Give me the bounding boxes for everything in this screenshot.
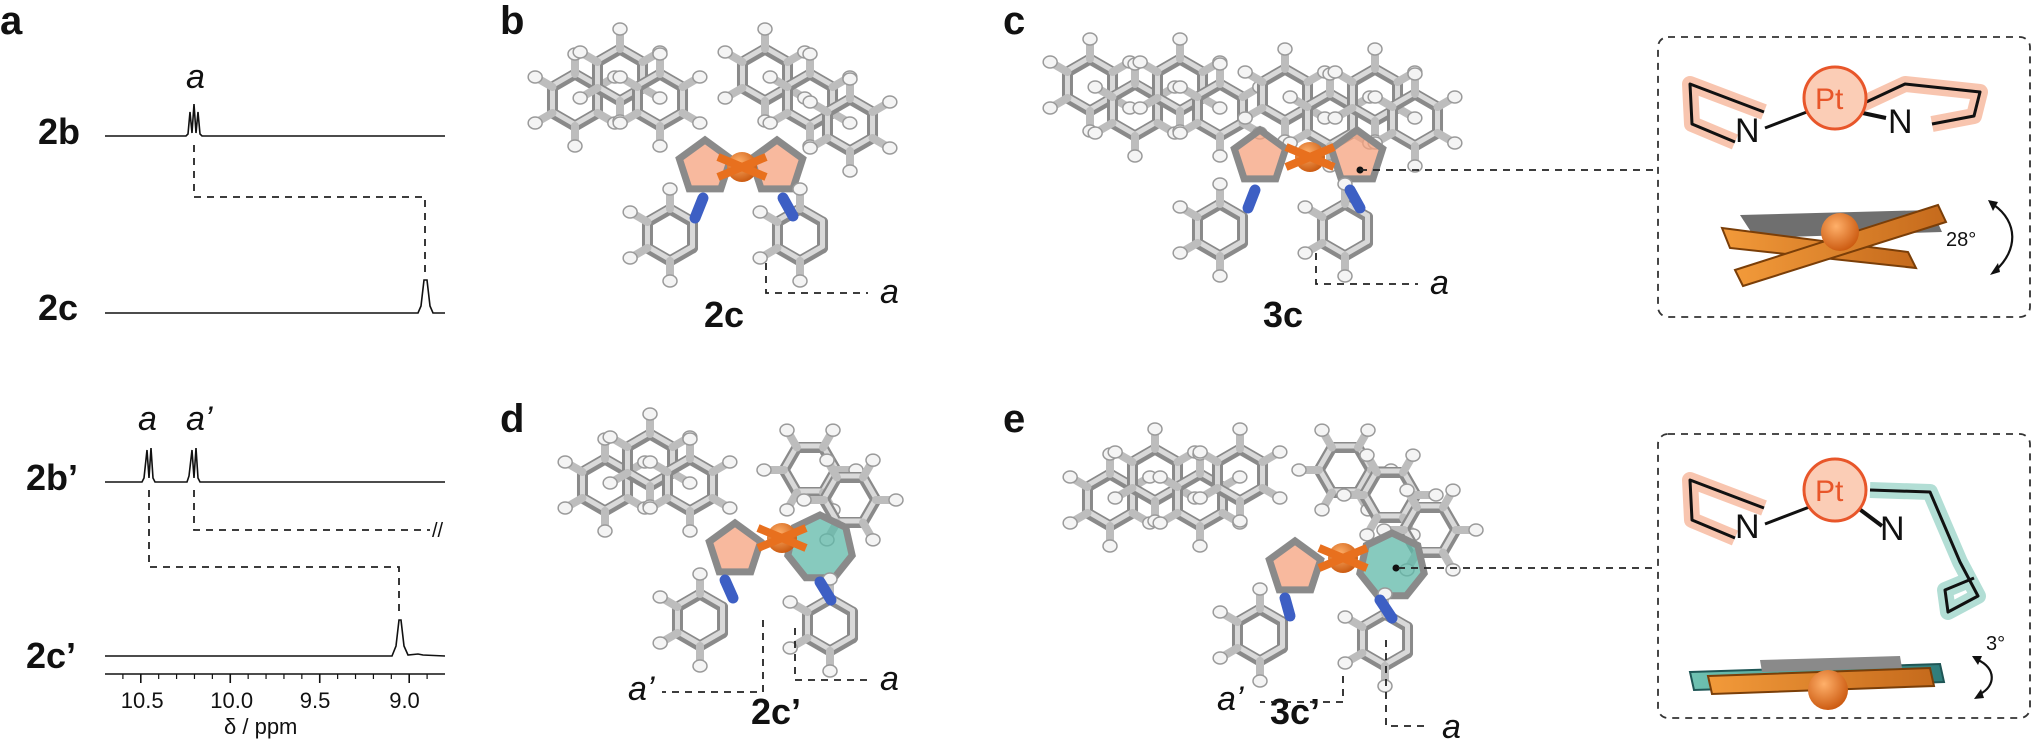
schematic-donor-left-e: N bbox=[1735, 508, 1760, 546]
peak-label-a-prime-2b-prime: a’ bbox=[186, 400, 213, 438]
axis-title: δ / ppm bbox=[224, 714, 297, 739]
spectrum-trace-2c bbox=[105, 279, 445, 314]
panel-letter-b: b bbox=[500, 0, 524, 43]
peak-label-a-2b-prime: a bbox=[138, 400, 157, 438]
proton-label-e-prime: a’ bbox=[1217, 680, 1244, 718]
proton-leader-e-prime bbox=[1260, 676, 1344, 703]
spectrum-label-2c-prime: 2c’ bbox=[26, 635, 76, 676]
spectrum-trace-2b bbox=[105, 103, 445, 137]
chelate-schematic-c: Pt N N bbox=[1682, 65, 1988, 150]
twist-view-c: 28° bbox=[1720, 200, 2014, 288]
correlation-line-2b-prime-break bbox=[193, 490, 430, 531]
compound-label-2c: 2c bbox=[704, 294, 744, 335]
spectrum-label-2b-prime: 2b’ bbox=[26, 457, 78, 498]
axis-break-mark: // bbox=[432, 520, 444, 542]
spectrum-label-2b: 2b bbox=[38, 111, 80, 152]
proton-label-d-prime: a’ bbox=[628, 670, 655, 708]
molecule-2c-prime-structure bbox=[557, 407, 904, 678]
axis-tick-label: 10.0 bbox=[210, 688, 253, 713]
schematic-donor-right-e: N bbox=[1880, 510, 1905, 548]
molecule-3c-prime-structure bbox=[1062, 422, 1484, 693]
compound-label-3c-prime: 3c’ bbox=[1270, 691, 1320, 732]
compound-label-3c: 3c bbox=[1263, 294, 1303, 335]
twist-angle-e: 3° bbox=[1986, 633, 2005, 655]
proton-leader-e bbox=[1385, 640, 1430, 727]
axis-tick-label: 9.5 bbox=[300, 688, 331, 713]
proton-leader-d-prime bbox=[662, 620, 764, 693]
correlation-line-2b-prime-2c-prime bbox=[148, 490, 400, 614]
proton-label-b: a bbox=[880, 273, 899, 311]
inset-box-e bbox=[1657, 433, 2031, 719]
panel-letter-c: c bbox=[1003, 0, 1025, 43]
panel-letter-d: d bbox=[500, 397, 524, 441]
axis-tick-label: 10.5 bbox=[121, 688, 164, 713]
proton-label-d: a bbox=[880, 660, 899, 698]
nmr-spectra-panel: 2b 2c 2b’ 2c’ a a a’ // 10.5 10.0 9.5 9.0 δ… bbox=[26, 58, 446, 739]
twist-view-e: 3° bbox=[1688, 633, 2005, 710]
correlation-line-2b-2c bbox=[193, 145, 426, 274]
spectrum-trace-2c-prime bbox=[105, 619, 446, 657]
molecule-2c-structure bbox=[527, 22, 898, 288]
peak-label-a-2b: a bbox=[186, 58, 205, 96]
axis-tick-label: 9.0 bbox=[389, 688, 420, 713]
molecule-3c-structure bbox=[1042, 32, 1463, 283]
schematic-metal-c: Pt bbox=[1815, 83, 1844, 116]
chelate-schematic-e: Pt N N bbox=[1682, 457, 1986, 620]
inset-box-c bbox=[1657, 36, 2031, 318]
spectrum-trace-2b-prime bbox=[105, 447, 445, 483]
panel-letter-a: a bbox=[0, 0, 23, 43]
schematic-metal-e: Pt bbox=[1815, 475, 1844, 508]
schematic-donor-left-c: N bbox=[1735, 112, 1760, 150]
spectrum-label-2c: 2c bbox=[38, 287, 78, 328]
proton-label-e: a bbox=[1442, 708, 1461, 743]
panel-letter-e: e bbox=[1003, 397, 1025, 441]
compound-label-2c-prime: 2c’ bbox=[751, 691, 801, 732]
proton-leader-b bbox=[765, 263, 868, 294]
proton-label-c: a bbox=[1430, 264, 1449, 302]
proton-leader-d bbox=[794, 628, 868, 681]
twist-angle-c: 28° bbox=[1946, 229, 1976, 251]
schematic-donor-right-c: N bbox=[1888, 103, 1913, 141]
nmr-axis: 10.5 10.0 9.5 9.0 bbox=[105, 673, 445, 713]
proton-leader-c bbox=[1315, 253, 1418, 285]
